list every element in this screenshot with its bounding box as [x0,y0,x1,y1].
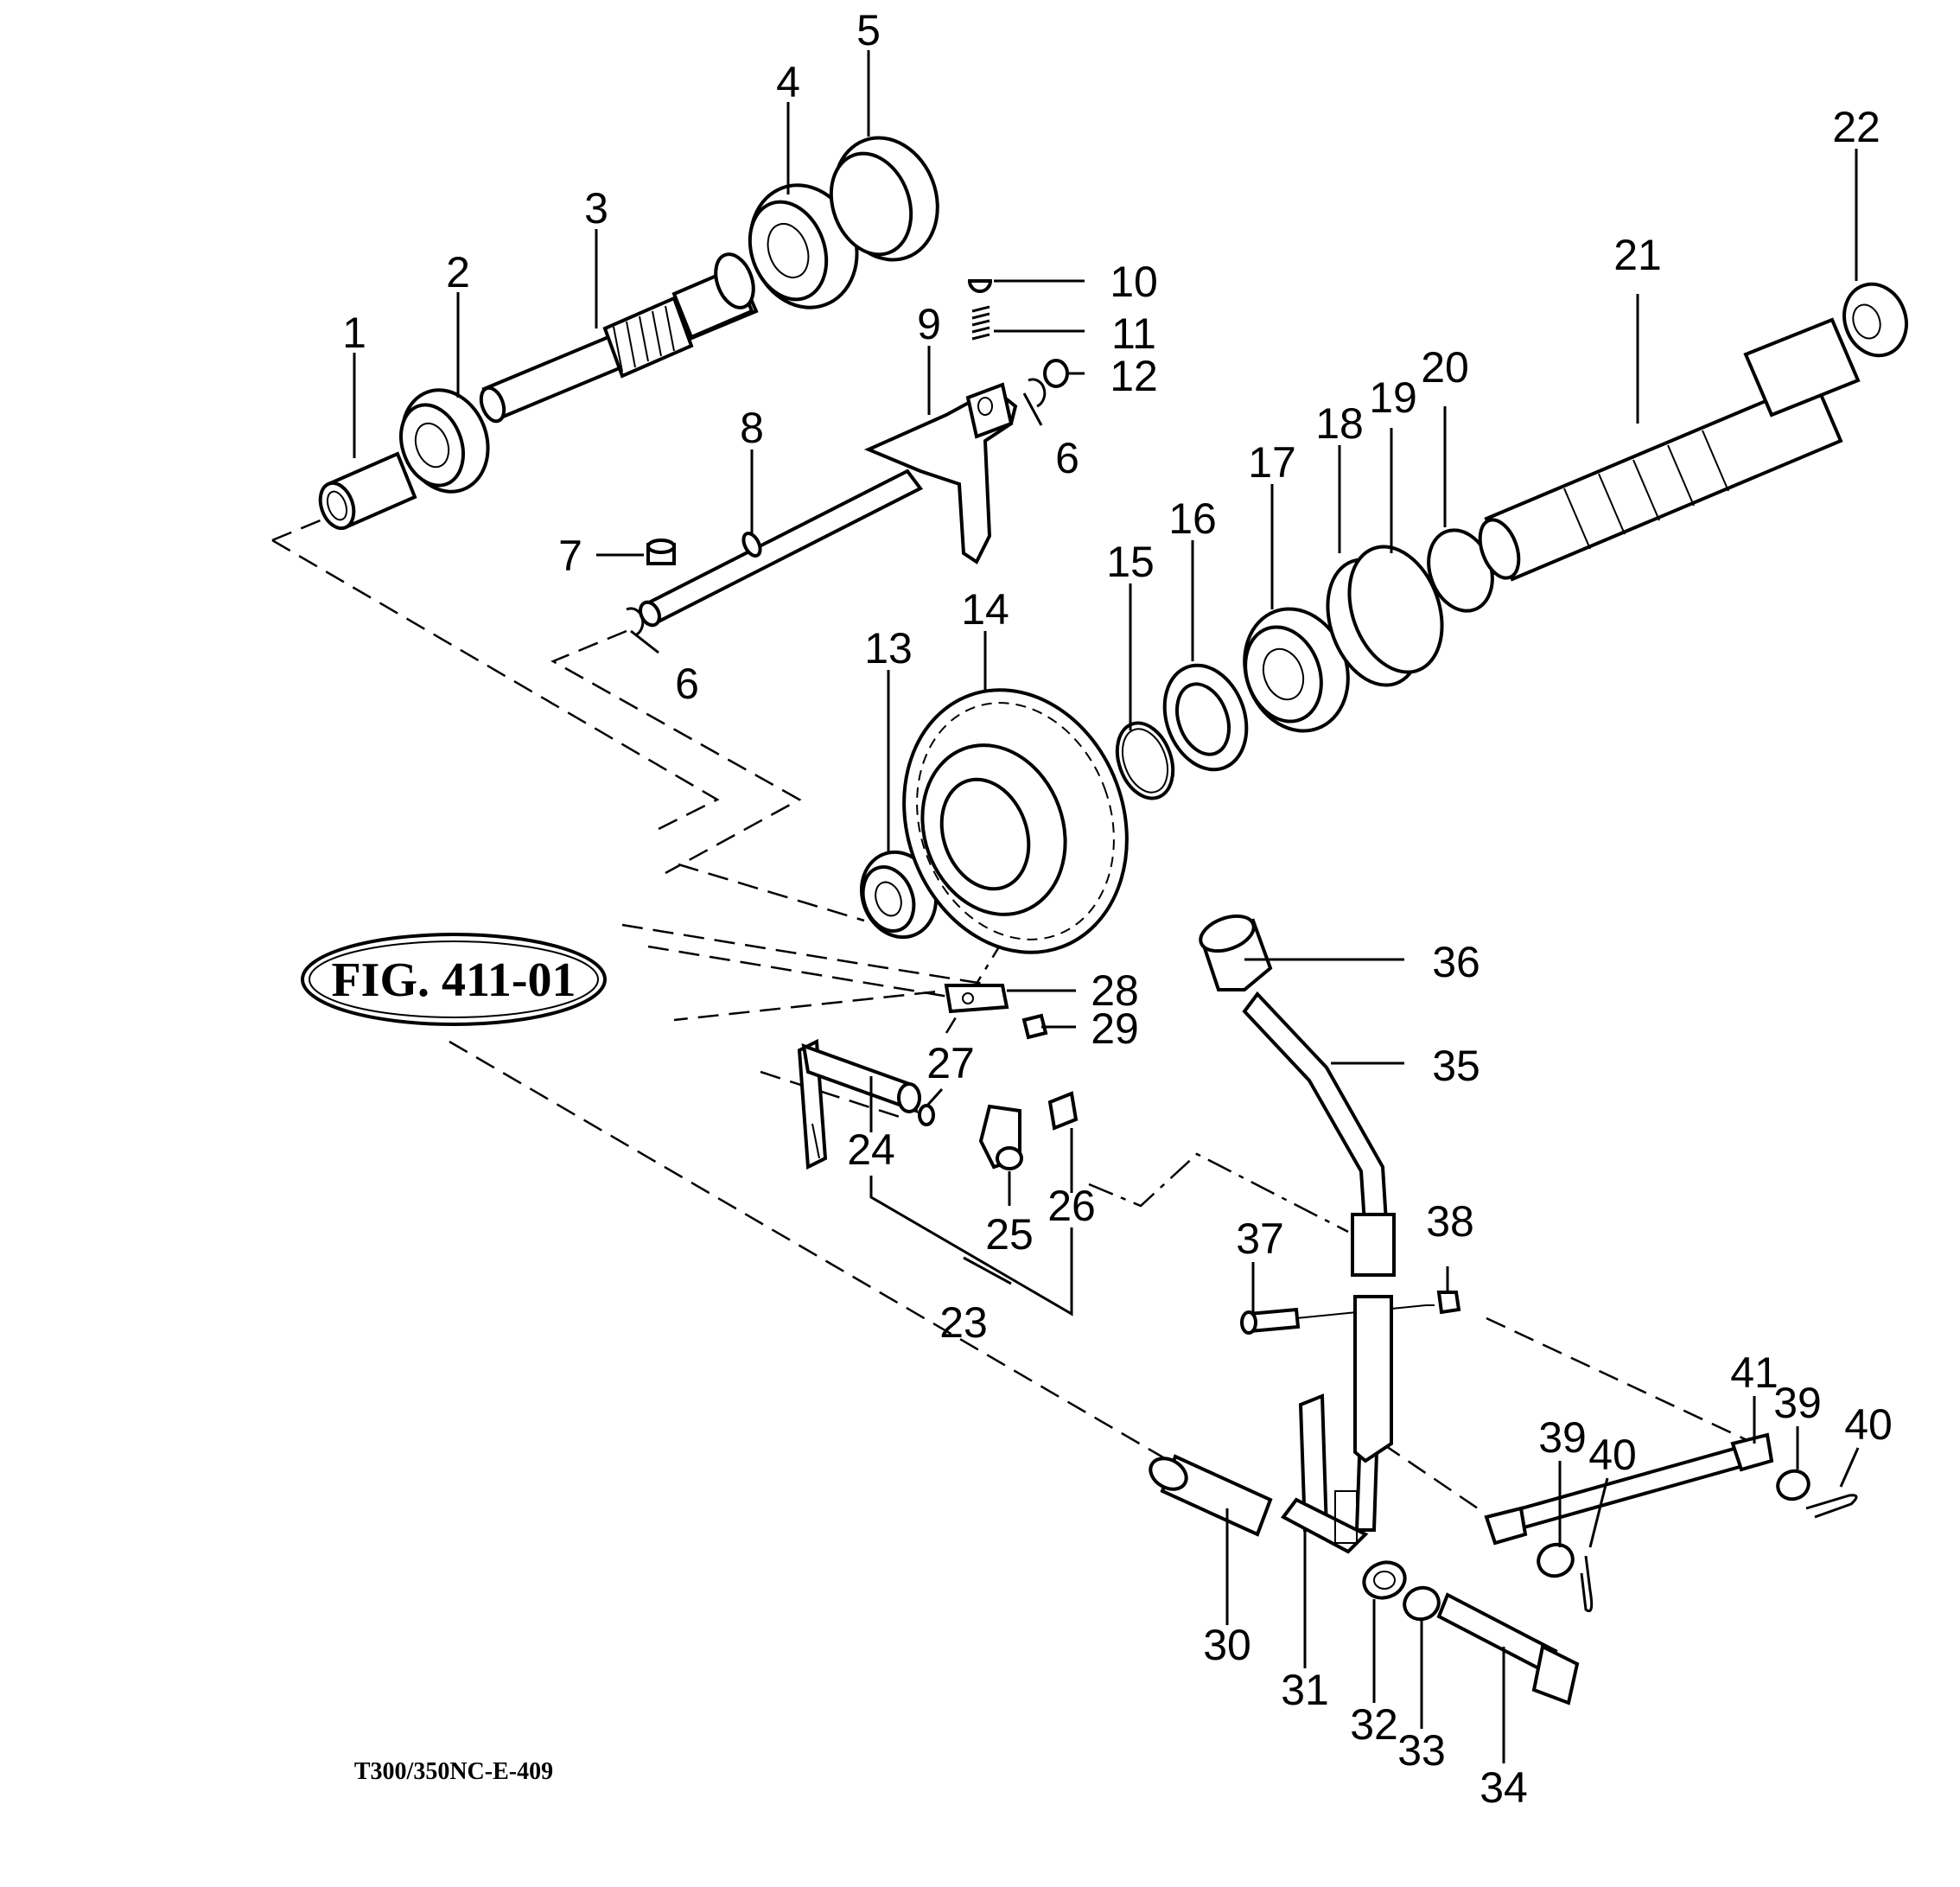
part-5-ring [829,136,939,262]
part-22-cap [1842,282,1908,358]
part-14-gear [902,688,1129,954]
part-32-washer [1362,1560,1407,1600]
part-2-bearing [399,388,490,494]
part-36-lever-knob [1199,914,1273,991]
part-34-bolt [1436,1592,1580,1705]
part-35-gear-lever [1242,991,1396,1463]
label-38: 38 [1426,1197,1474,1246]
part-11-spring [971,305,990,341]
label-3: 3 [584,184,608,233]
label-2: 2 [446,248,470,296]
part-3-input-shaft [479,252,759,424]
label-10: 10 [1110,258,1158,306]
part-28-plate [944,984,1009,1014]
label-26: 26 [1047,1182,1096,1230]
figure-title-badge: FIG. 411-01 [301,933,607,1026]
label-18: 18 [1315,399,1364,448]
leader-lines [353,50,1860,1763]
part-15-snap-ring [1115,721,1175,800]
part-17-bearing [1243,607,1350,733]
part-27-o-ring [918,1104,935,1126]
label-35: 35 [1432,1042,1480,1090]
part-41-link-rod [1484,1432,1774,1546]
label-32: 32 [1350,1700,1398,1749]
label-29: 29 [1091,1004,1139,1053]
label-21: 21 [1613,231,1662,279]
label-9: 9 [917,300,941,348]
label-23: 23 [939,1298,988,1347]
label-5: 5 [856,6,881,54]
drawing-code: T300/350NC-E-409 [354,1758,553,1785]
part-33-spring-washer [1403,1585,1441,1622]
label-34: 34 [1480,1763,1528,1812]
part-39-washer-right [1776,1469,1810,1501]
label-6-upper: 6 [1055,434,1079,482]
label-36: 36 [1432,938,1480,986]
label-25: 25 [985,1210,1034,1259]
part-6-circlip-upper [1028,378,1047,408]
label-17: 17 [1248,438,1296,487]
label-40-right: 40 [1844,1400,1893,1449]
part-8-shift-rod [639,469,924,628]
part-9-shift-fork [863,382,1018,564]
part-25-lever-block [978,1104,1023,1170]
label-31: 31 [1281,1666,1329,1714]
label-11: 11 [1111,309,1156,358]
label-6-lower: 6 [675,660,699,708]
label-39-right: 39 [1773,1379,1822,1427]
label-8: 8 [740,404,764,452]
label-24: 24 [847,1125,895,1174]
part-1-sleeve [318,451,417,531]
part-21-output-shaft [1478,317,1861,582]
label-19: 19 [1369,373,1417,422]
part-40-cotter-pin-right [1805,1494,1858,1519]
part-16-washer [1162,663,1249,772]
label-22: 22 [1832,103,1880,151]
part-29-bolt [1021,1013,1048,1040]
part-labels: 1 2 3 4 5 6 6 7 8 9 10 11 12 13 14 15 16… [342,6,1893,1812]
part-7-bolt [646,539,676,565]
part-30-bushing [1149,1454,1273,1537]
label-15: 15 [1106,538,1155,586]
label-28: 28 [1091,966,1139,1015]
part-37-bolt [1240,1307,1301,1335]
label-41: 41 [1730,1348,1779,1397]
label-7: 7 [558,532,582,580]
label-14: 14 [961,585,1009,634]
label-20: 20 [1421,343,1469,392]
part-12-washer [1043,359,1069,388]
figure-title: FIG. 411-01 [331,953,576,1007]
part-24-shift-arm [797,1038,921,1170]
label-27: 27 [926,1039,975,1087]
part-10-ball [967,279,993,293]
part-39-washer-left [1537,1542,1575,1578]
part-40-cotter-pin-left [1580,1555,1594,1613]
label-30: 30 [1203,1621,1251,1669]
label-4: 4 [776,58,800,106]
label-33: 33 [1397,1726,1446,1775]
label-40-left: 40 [1588,1431,1637,1479]
label-12: 12 [1110,352,1158,400]
label-39-left: 39 [1538,1413,1587,1462]
part-19-seal-ring [1347,545,1444,674]
label-37: 37 [1236,1214,1284,1263]
label-16: 16 [1168,494,1217,543]
part-13-bearing [859,850,939,940]
part-38-nut [1436,1291,1461,1315]
part-26-pin [1047,1091,1079,1131]
label-1: 1 [342,309,366,357]
label-13: 13 [864,624,913,673]
